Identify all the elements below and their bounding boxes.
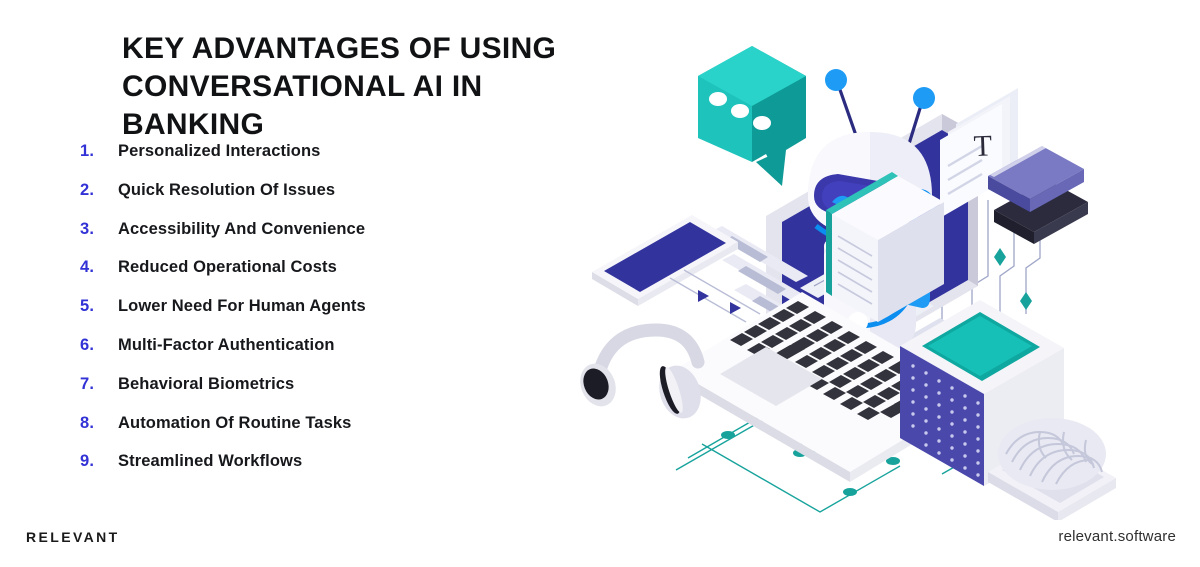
list-item-label: Multi-Factor Authentication xyxy=(118,335,335,354)
content-column: KEY ADVANTAGES OF USING CONVERSATIONAL A… xyxy=(80,32,580,481)
phone-connector-arrows xyxy=(698,290,741,314)
list-item-number: 4. xyxy=(80,258,95,277)
list-item: 7. Behavioral Biometrics xyxy=(80,365,580,404)
speech-bubble-dots xyxy=(709,92,771,130)
list-item-number: 5. xyxy=(80,297,95,316)
list-item: 5. Lower Need For Human Agents xyxy=(80,287,580,326)
website-url[interactable]: relevant.software xyxy=(1058,528,1176,545)
list-item-label: Streamlined Workflows xyxy=(118,452,303,471)
list-item-label: Reduced Operational Costs xyxy=(118,258,337,277)
list-item-number: 1. xyxy=(80,142,95,160)
laptop-trackpad xyxy=(720,347,822,406)
list-item: 8. Automation Of Routine Tasks xyxy=(80,404,580,443)
list-item-number: 9. xyxy=(80,452,95,471)
list-item-label: Behavioral Biometrics xyxy=(118,374,295,393)
book-stack xyxy=(988,146,1088,244)
antenna-tip-left xyxy=(825,69,847,91)
advantages-list: 1. Personalized Interactions 2. Quick Re… xyxy=(80,132,580,481)
server-tower xyxy=(900,300,1064,486)
page-title: KEY ADVANTAGES OF USING CONVERSATIONAL A… xyxy=(122,32,557,141)
list-item-number: 3. xyxy=(80,219,95,238)
list-item-label: Accessibility And Convenience xyxy=(118,219,366,238)
smartphone xyxy=(592,215,738,306)
phone-connector-lines xyxy=(669,269,761,323)
antenna-tip-right xyxy=(913,87,935,109)
brain-model xyxy=(988,418,1116,520)
list-item-number: 2. xyxy=(80,180,95,199)
open-book-pages xyxy=(837,235,873,305)
headphones xyxy=(580,323,705,419)
list-item: 9. Streamlined Workflows xyxy=(80,442,580,481)
list-item: 2. Quick Resolution Of Issues xyxy=(80,171,580,210)
list-item: 6. Multi-Factor Authentication xyxy=(80,326,580,365)
list-item: 1. Personalized Interactions xyxy=(80,132,580,171)
list-item-label: Quick Resolution Of Issues xyxy=(118,180,336,199)
speech-bubble xyxy=(698,46,806,186)
brain-folds xyxy=(1005,430,1103,485)
list-item-number: 8. xyxy=(80,413,95,432)
list-item-number: 7. xyxy=(80,374,95,393)
list-item-label: Automation Of Routine Tasks xyxy=(118,413,352,432)
document-letter: T xyxy=(973,129,992,163)
list-item-label: Personalized Interactions xyxy=(118,142,321,160)
list-item: 3. Accessibility And Convenience xyxy=(80,210,580,249)
open-book xyxy=(826,172,944,322)
hero-illustration: T xyxy=(570,40,1170,520)
brand-logo: RELEVANT xyxy=(26,529,120,545)
list-item-number: 6. xyxy=(80,335,95,354)
list-item: 4. Reduced Operational Costs xyxy=(80,248,580,287)
document-lines xyxy=(947,144,983,196)
list-item-label: Lower Need For Human Agents xyxy=(118,297,366,316)
server-perforations xyxy=(911,364,980,477)
illustration-svg: T xyxy=(580,46,1116,520)
phone-screen xyxy=(604,222,726,292)
